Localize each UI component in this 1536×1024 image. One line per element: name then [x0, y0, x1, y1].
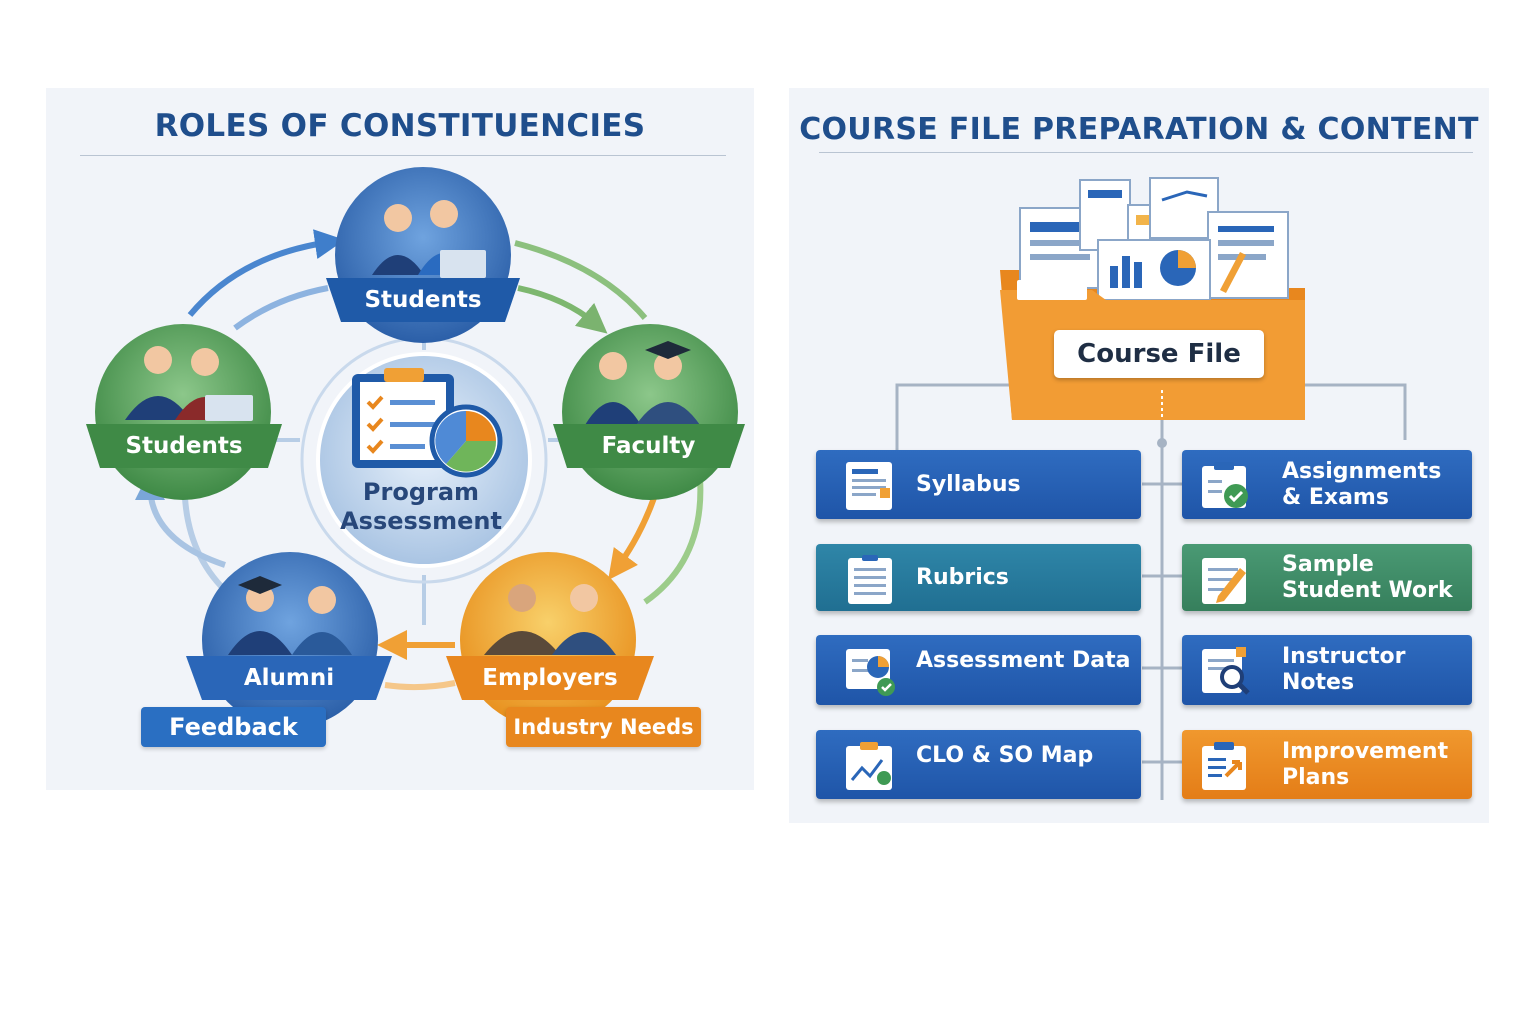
- item-assignments-exams: Assignments & Exams: [1182, 450, 1472, 519]
- pie-chart-icon: [846, 649, 895, 696]
- item-label: Syllabus: [916, 471, 1021, 497]
- node-employers: Employers: [482, 665, 618, 691]
- course-file-title: COURSE FILE PREPARATION & CONTENT: [799, 112, 1479, 147]
- item-rubrics: Rubrics: [816, 544, 1141, 611]
- program-assessment-label: Program Assessment: [340, 478, 502, 535]
- item-label: Improvement Plans: [1282, 738, 1449, 790]
- list-icon: [848, 555, 892, 604]
- item-sample-student-work: Sample Student Work: [1182, 544, 1472, 611]
- map-icon: [846, 742, 892, 790]
- arrow-left-to-top: [187, 229, 345, 317]
- constituencies-title: ROLES OF CONSTITUENCIES: [154, 108, 646, 144]
- node-students-left: Students: [125, 433, 243, 459]
- arrow-inner-left-top: [233, 285, 329, 331]
- arrow-inner-top-right: [517, 285, 608, 334]
- feedback-tag: Feedback: [141, 707, 326, 747]
- ribbon-employers-shape: [446, 656, 654, 700]
- clipboard-check-icon: [1202, 462, 1248, 508]
- arrow-bottom-link: [384, 680, 456, 691]
- item-label: Assessment Data: [916, 648, 1131, 673]
- item-improvement-plans: Improvement Plans: [1182, 730, 1472, 799]
- item-label: Sample Student Work: [1282, 551, 1453, 603]
- item-assessment-data: Assessment Data: [816, 635, 1141, 705]
- industry-needs-tag: Industry Needs: [506, 707, 701, 747]
- magnifier-icon: [1202, 647, 1250, 695]
- folder-icon: [1000, 177, 1305, 420]
- arrow-inner-bottom-left: [135, 470, 226, 568]
- pencil-document-icon: [1202, 558, 1246, 604]
- clipboard-chart-icon: [352, 368, 503, 478]
- arrow-top-to-right: [514, 240, 648, 320]
- item-clo-so-map: CLO & SO Map: [816, 730, 1141, 799]
- document-icon: [846, 462, 892, 510]
- node-alumni: Alumni: [243, 665, 335, 691]
- title-divider: [80, 155, 726, 156]
- ribbon-faculty-shape: [553, 424, 745, 468]
- item-label: Rubrics: [916, 564, 1009, 590]
- plan-icon: [1202, 742, 1246, 790]
- item-syllabus: Syllabus: [816, 450, 1141, 519]
- ribbon-students-top-shape: [326, 278, 520, 322]
- course-file-label: Course File: [1054, 330, 1264, 378]
- node-faculty: Faculty: [601, 433, 696, 459]
- arrow-right-to-bottom: [643, 477, 704, 605]
- ribbon-students-left-shape: [86, 424, 282, 468]
- item-label: Assignments & Exams: [1282, 458, 1442, 510]
- item-label: CLO & SO Map: [916, 742, 1094, 768]
- course-title-divider: [819, 152, 1473, 153]
- node-students-top: Students: [364, 287, 482, 313]
- ribbon-alumni-shape: [186, 656, 392, 700]
- people-icons: [125, 200, 700, 655]
- item-label: Instructor Notes: [1282, 644, 1406, 695]
- item-instructor-notes: Instructor Notes: [1182, 635, 1472, 705]
